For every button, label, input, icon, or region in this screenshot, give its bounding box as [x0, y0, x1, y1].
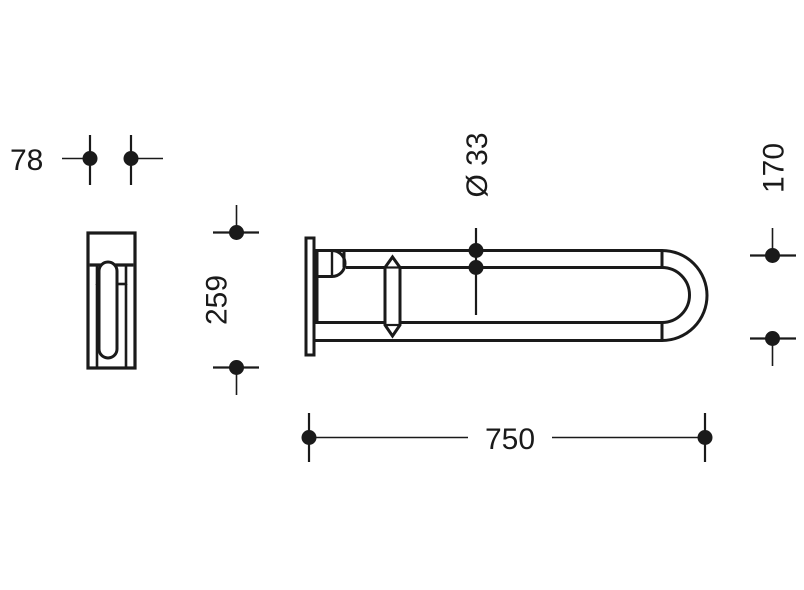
dimension-78-dot-left	[82, 151, 98, 166]
dimension-diameter-33: Ø 33	[461, 132, 494, 315]
side-view-ubend-inner-arc	[661, 266, 691, 324]
dimension-750: 750	[301, 413, 713, 462]
dimension-78-label: 78	[10, 144, 43, 177]
dimension-170-label: 170	[758, 143, 791, 193]
side-view-ubend-outer-arc	[661, 249, 709, 342]
dimension-750-dot-left	[301, 430, 317, 445]
side-view-wall-plate	[304, 236, 316, 357]
dimension-170-dot-top	[765, 248, 780, 263]
dimension-170-dot-bottom	[765, 331, 780, 346]
dimension-259-dot-bottom	[229, 360, 244, 375]
dimension-33-label: Ø 33	[461, 132, 494, 197]
front-view-tube-capsule	[97, 260, 119, 360]
dimension-259: 259	[201, 205, 259, 395]
front-view-wall-plate	[86, 231, 137, 370]
dimension-259-dot-top	[229, 225, 244, 240]
dimension-259-label: 259	[201, 275, 234, 325]
side-view-grab-bar	[304, 236, 709, 357]
dimension-750-dot-right	[697, 430, 713, 445]
dimension-170: 170	[750, 143, 796, 366]
dimension-78-dot-right	[123, 151, 139, 166]
dimension-78: 78	[10, 135, 163, 185]
dimension-750-label: 750	[485, 423, 535, 456]
